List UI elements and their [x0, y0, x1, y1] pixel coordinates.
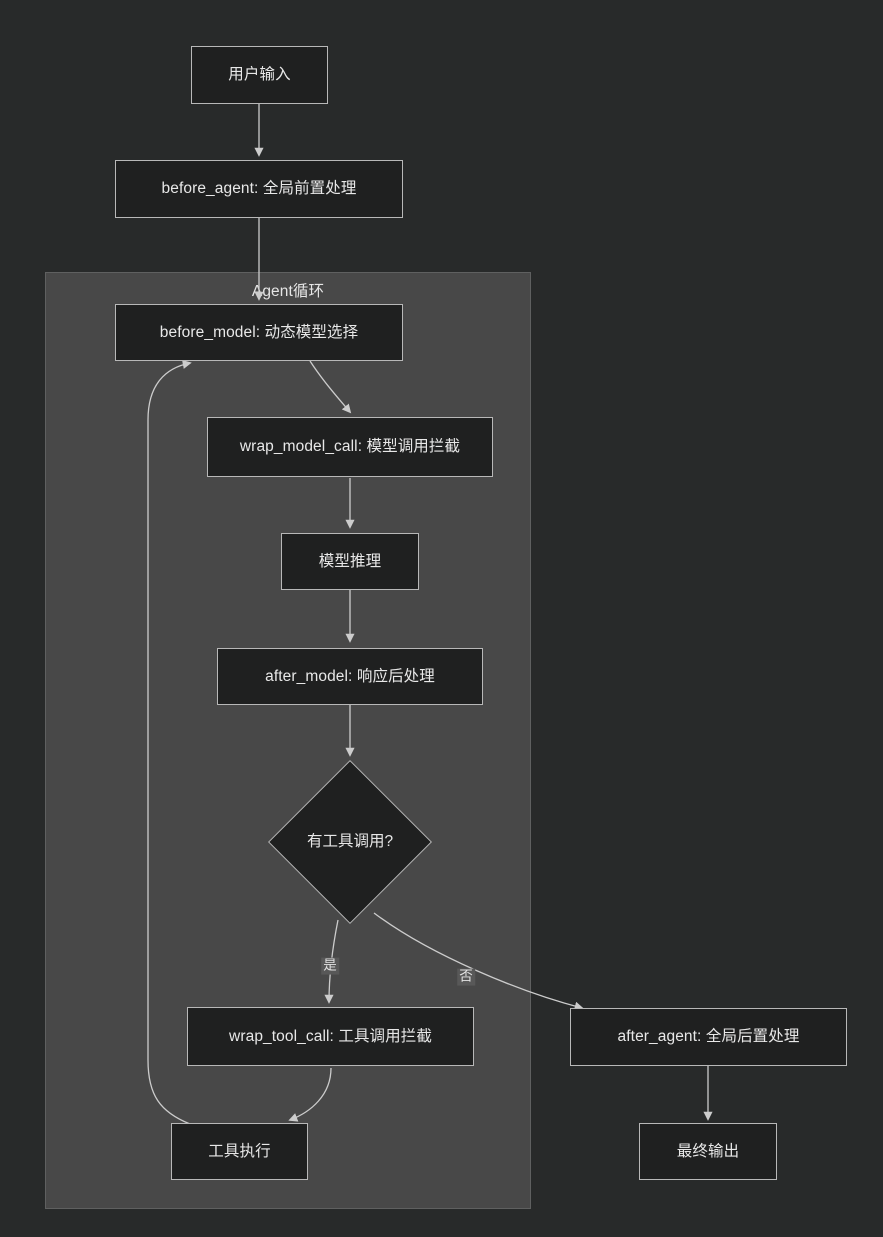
node-decision-has-tool-call[interactable]: 有工具调用? — [267, 759, 433, 925]
node-after-model[interactable]: after_model: 响应后处理 — [217, 648, 483, 705]
node-decision-label: 有工具调用? — [306, 833, 394, 851]
node-user-input[interactable]: 用户输入 — [191, 46, 328, 104]
subgraph-title-agent-loop: Agent循环 — [251, 283, 325, 300]
node-final-output[interactable]: 最终输出 — [639, 1123, 777, 1180]
node-before-agent[interactable]: before_agent: 全局前置处理 — [115, 160, 403, 218]
node-wrap-model-call[interactable]: wrap_model_call: 模型调用拦截 — [207, 417, 493, 477]
node-before-model[interactable]: before_model: 动态模型选择 — [115, 304, 403, 361]
node-model-inference-label: 模型推理 — [318, 552, 382, 570]
subgraph-agent-loop — [45, 272, 531, 1209]
node-final-output-label: 最终输出 — [676, 1142, 740, 1160]
edge-label-no: 否 — [457, 968, 475, 986]
node-model-inference[interactable]: 模型推理 — [281, 533, 419, 590]
node-tool-execution[interactable]: 工具执行 — [171, 1123, 308, 1180]
node-before-agent-label: before_agent: 全局前置处理 — [161, 180, 357, 198]
node-tool-execution-label: 工具执行 — [208, 1142, 271, 1160]
node-wrap-tool-call-label: wrap_tool_call: 工具调用拦截 — [229, 1027, 432, 1045]
edge-label-yes: 是 — [321, 957, 339, 975]
node-after-agent[interactable]: after_agent: 全局后置处理 — [570, 1008, 847, 1066]
node-wrap-model-call-label: wrap_model_call: 模型调用拦截 — [239, 438, 461, 456]
node-after-agent-label: after_agent: 全局后置处理 — [617, 1028, 800, 1046]
node-wrap-tool-call[interactable]: wrap_tool_call: 工具调用拦截 — [187, 1007, 474, 1066]
node-after-model-label: after_model: 响应后处理 — [265, 667, 435, 685]
node-before-model-label: before_model: 动态模型选择 — [159, 323, 359, 341]
node-user-input-label: 用户输入 — [228, 66, 291, 84]
